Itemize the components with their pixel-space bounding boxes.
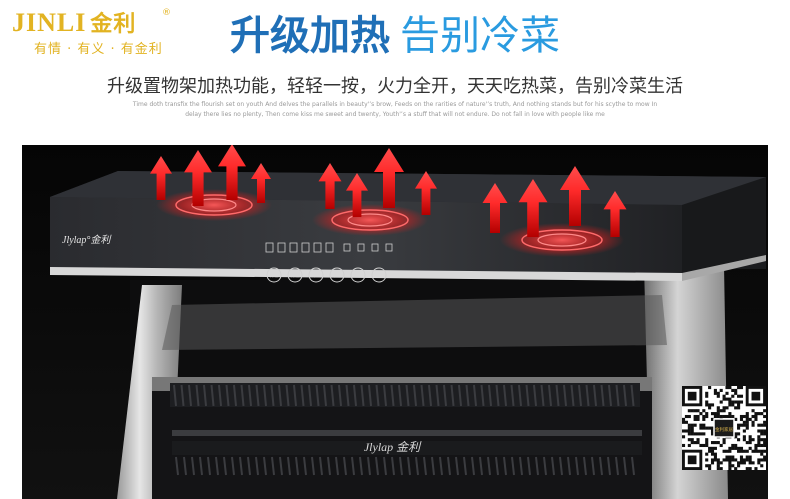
- heat-zone-right: [500, 223, 624, 257]
- registered-mark: ®: [162, 8, 171, 18]
- door-brand: Jlylap 金利: [364, 440, 422, 454]
- product-photo: Jlylap 金利 Jlylap°金利 保温 保温 保温 菜盘 消毒 定时: [22, 145, 768, 499]
- control-button[interactable]: [350, 267, 366, 283]
- cabinet-body: Jlylap 金利: [117, 265, 728, 499]
- control-button-label: 定时: [375, 272, 384, 279]
- headline-light: 告别冷菜: [400, 13, 560, 59]
- control-button-label: 保温: [312, 272, 321, 279]
- drip-grate: [170, 383, 640, 407]
- chrome-trim: [50, 267, 682, 281]
- control-panel[interactable]: 保温 保温 保温 菜盘 消毒 定时: [265, 242, 393, 283]
- qr-code: 金利家居: [682, 386, 766, 470]
- brand-name-cn: 金利: [90, 12, 137, 37]
- control-button[interactable]: [287, 267, 303, 283]
- control-button[interactable]: [329, 267, 345, 283]
- fineprint-text: Time doth transfix the flourish set on y…: [132, 101, 658, 118]
- control-button-label: 保温: [270, 272, 279, 279]
- qr-center-label: 金利家居: [715, 426, 733, 433]
- control-button[interactable]: [308, 267, 324, 283]
- control-button[interactable]: [371, 267, 387, 283]
- control-button[interactable]: [266, 267, 282, 283]
- panel-brand: Jlylap°金利: [62, 234, 112, 246]
- brand-slogan: 有情 · 有义 · 有金利: [34, 42, 163, 57]
- control-button-label: 消毒: [354, 272, 363, 279]
- qr-center-logo: [713, 418, 735, 438]
- heating-zones: [156, 189, 624, 257]
- headline: 升级加热告别冷菜: [0, 10, 790, 62]
- subheadline: 升级置物架加热功能，轻轻一按，火力全开，天天吃热菜，告别冷菜生活: [107, 76, 683, 97]
- control-button-label: 保温: [291, 272, 300, 279]
- headline-bold: 升级加热: [230, 13, 390, 59]
- heat-zone-left: [156, 189, 272, 221]
- control-button-label: 菜盘: [333, 272, 342, 279]
- heat-zone-center: [312, 204, 428, 236]
- brand-name-latin: JINLI: [12, 8, 87, 37]
